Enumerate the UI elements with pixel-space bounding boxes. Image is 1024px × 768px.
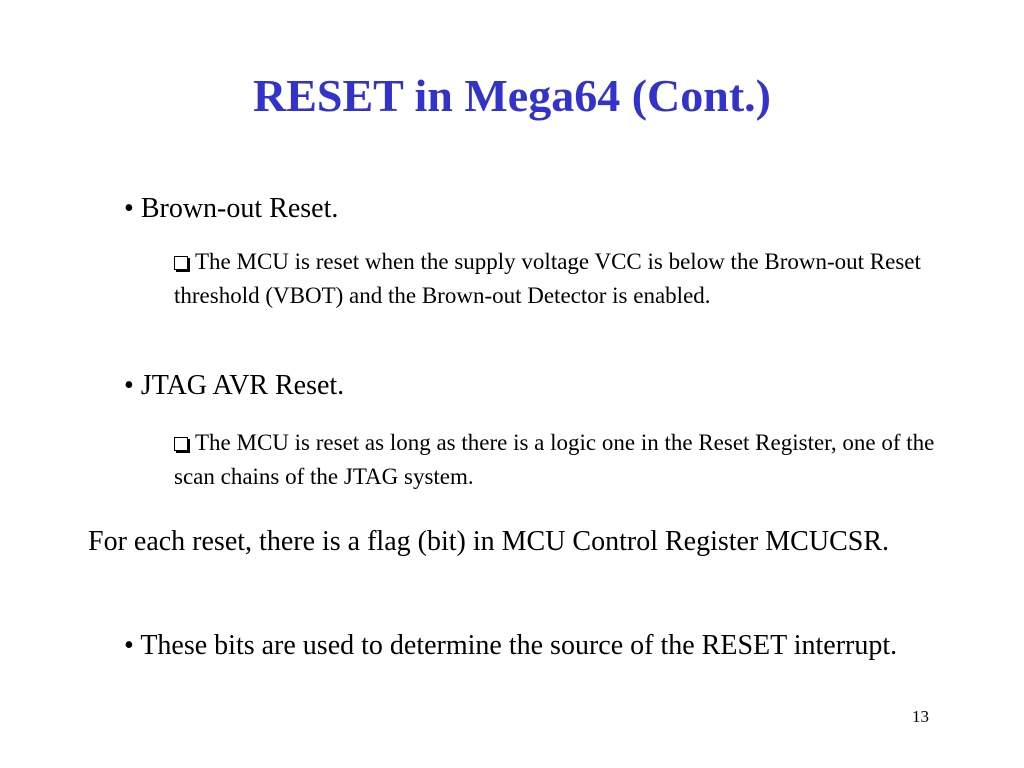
bullet-dot: • bbox=[124, 370, 134, 401]
checkbox-icon bbox=[174, 256, 188, 270]
paragraph-flag: For each reset, there is a flag (bit) in… bbox=[88, 526, 889, 557]
checkbox-icon bbox=[174, 437, 188, 451]
bullet-label: These bits are used to determine the sou… bbox=[140, 630, 898, 661]
bullet-dot: • bbox=[124, 630, 134, 661]
page-number: 13 bbox=[912, 707, 929, 726]
bullet-brown-out: • Brown-out Reset. bbox=[124, 193, 338, 225]
bullet-label: Brown-out Reset. bbox=[140, 193, 339, 224]
sub-bullet-jtag: The MCU is reset as long as there is a l… bbox=[174, 426, 964, 494]
sub-bullet-text: The MCU is reset as long as there is a l… bbox=[174, 430, 935, 489]
bullet-source: • These bits are used to determine the s… bbox=[124, 626, 974, 665]
sub-bullet-brown-out: The MCU is reset when the supply voltage… bbox=[174, 245, 964, 313]
bullet-dot: • bbox=[124, 193, 134, 224]
bullet-label: JTAG AVR Reset. bbox=[140, 370, 345, 401]
slide-title: RESET in Mega64 (Cont.) bbox=[253, 70, 771, 121]
bullet-jtag: • JTAG AVR Reset. bbox=[124, 370, 344, 402]
sub-bullet-text: The MCU is reset when the supply voltage… bbox=[174, 249, 921, 308]
